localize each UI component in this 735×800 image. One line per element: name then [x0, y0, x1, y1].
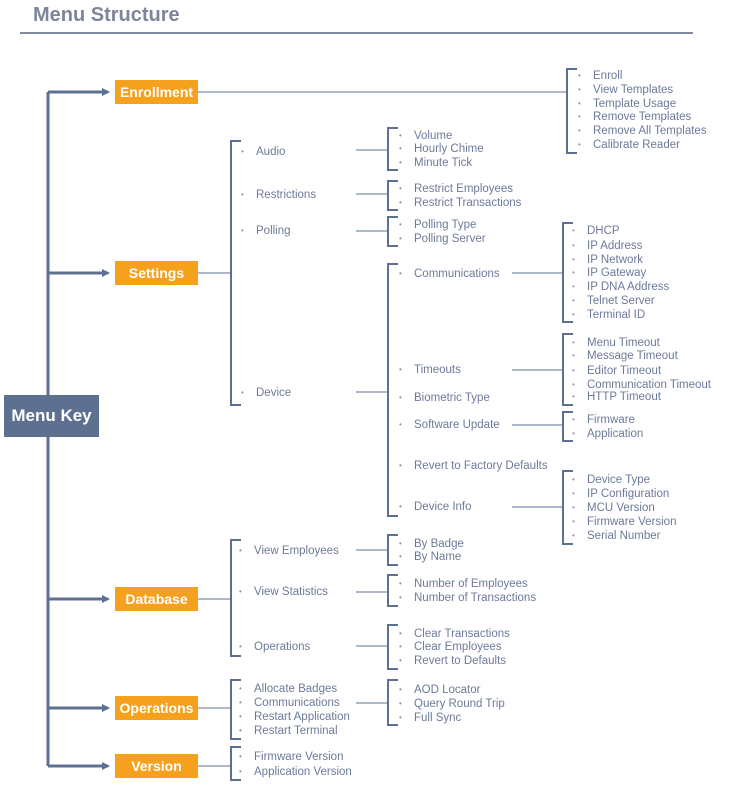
device-info-item: Serial Number [572, 529, 660, 543]
enrollment-item: Enroll [578, 69, 623, 83]
timeouts-item: Message Timeout [572, 349, 678, 363]
database-operations-item: Revert to Defaults [399, 654, 506, 668]
enrollment-item: Template Usage [578, 97, 676, 111]
timeouts-item: Editor Timeout [572, 364, 661, 378]
settings-group-device: Device [241, 386, 291, 400]
enrollment-box: Enrollment [115, 80, 198, 104]
view-employees-item: By Name [399, 550, 461, 564]
communications-item: IP Network [572, 253, 643, 267]
device-info-item: Firmware Version [572, 515, 677, 529]
device-info-item: IP Configuration [572, 487, 669, 501]
device-item-biometric-type: Biometric Type [399, 391, 490, 405]
communications-item: IP Gateway [572, 266, 646, 280]
enrollment-item: Remove All Templates [578, 124, 707, 138]
communications-item: Telnet Server [572, 294, 655, 308]
version-box: Version [115, 754, 198, 778]
restrictions-item: Restrict Employees [399, 182, 513, 196]
database-box: Database [115, 587, 198, 611]
operations-communications-item: AOD Locator [399, 683, 481, 697]
view-statistics-item: Number of Employees [399, 577, 528, 591]
device-item-timeouts: Timeouts [399, 363, 461, 377]
database-group-view-statistics: View Statistics [239, 585, 328, 599]
settings-group-restrictions: Restrictions [241, 188, 316, 202]
settings-group-polling: Polling [241, 224, 290, 238]
enrollment-item: Calibrate Reader [578, 138, 680, 152]
timeouts-item: Menu Timeout [572, 336, 660, 350]
audio-item: Volume [399, 129, 453, 143]
device-item-revert-defaults: Revert to Factory Defaults [399, 459, 548, 473]
operations-item: Restart Terminal [239, 724, 337, 738]
polling-item: Polling Type [399, 218, 477, 232]
polling-item: Polling Server [399, 232, 486, 246]
operations-box: Operations [115, 696, 198, 720]
device-item-device-info: Device Info [399, 500, 471, 514]
operations-item: Restart Application [239, 710, 350, 724]
software-update-item: Firmware [572, 413, 635, 427]
settings-group-audio: Audio [241, 145, 286, 159]
database-operations-item: Clear Employees [399, 640, 502, 654]
operations-item: Allocate Badges [239, 682, 337, 696]
version-item: Firmware Version [239, 750, 344, 764]
database-group-operations: Operations [239, 640, 310, 654]
operations-communications-item: Query Round Trip [399, 697, 505, 711]
timeouts-item: HTTP Timeout [572, 390, 661, 404]
communications-item: DHCP [572, 224, 619, 238]
operations-item: Communications [239, 696, 340, 710]
restrictions-item: Restrict Transactions [399, 196, 521, 210]
enrollment-item: View Templates [578, 83, 673, 97]
timeouts-item: Communication Timeout [572, 378, 711, 392]
software-update-item: Application [572, 427, 643, 441]
communications-item: Terminal ID [572, 308, 645, 322]
device-info-item: MCU Version [572, 501, 655, 515]
view-statistics-item: Number of Transactions [399, 591, 536, 605]
audio-item: Minute Tick [399, 156, 472, 170]
view-employees-item: By Badge [399, 537, 464, 551]
communications-item: IP Address [572, 239, 643, 253]
device-item-software-update: Software Update [399, 418, 500, 432]
database-operations-item: Clear Transactions [399, 627, 510, 641]
device-item-communications: Communications [399, 267, 500, 281]
enrollment-item: Remove Templates [578, 110, 691, 124]
menu-key-box: Menu Key [4, 395, 99, 437]
database-group-view-employees: View Employees [239, 544, 339, 558]
operations-communications-item: Full Sync [399, 711, 461, 725]
communications-item: IP DNA Address [572, 280, 669, 294]
title-divider [20, 32, 693, 34]
audio-item: Hourly Chime [399, 142, 484, 156]
page-title: Menu Structure [33, 4, 180, 26]
settings-box: Settings [115, 261, 198, 285]
version-item: Application Version [239, 765, 352, 779]
device-info-item: Device Type [572, 473, 650, 487]
